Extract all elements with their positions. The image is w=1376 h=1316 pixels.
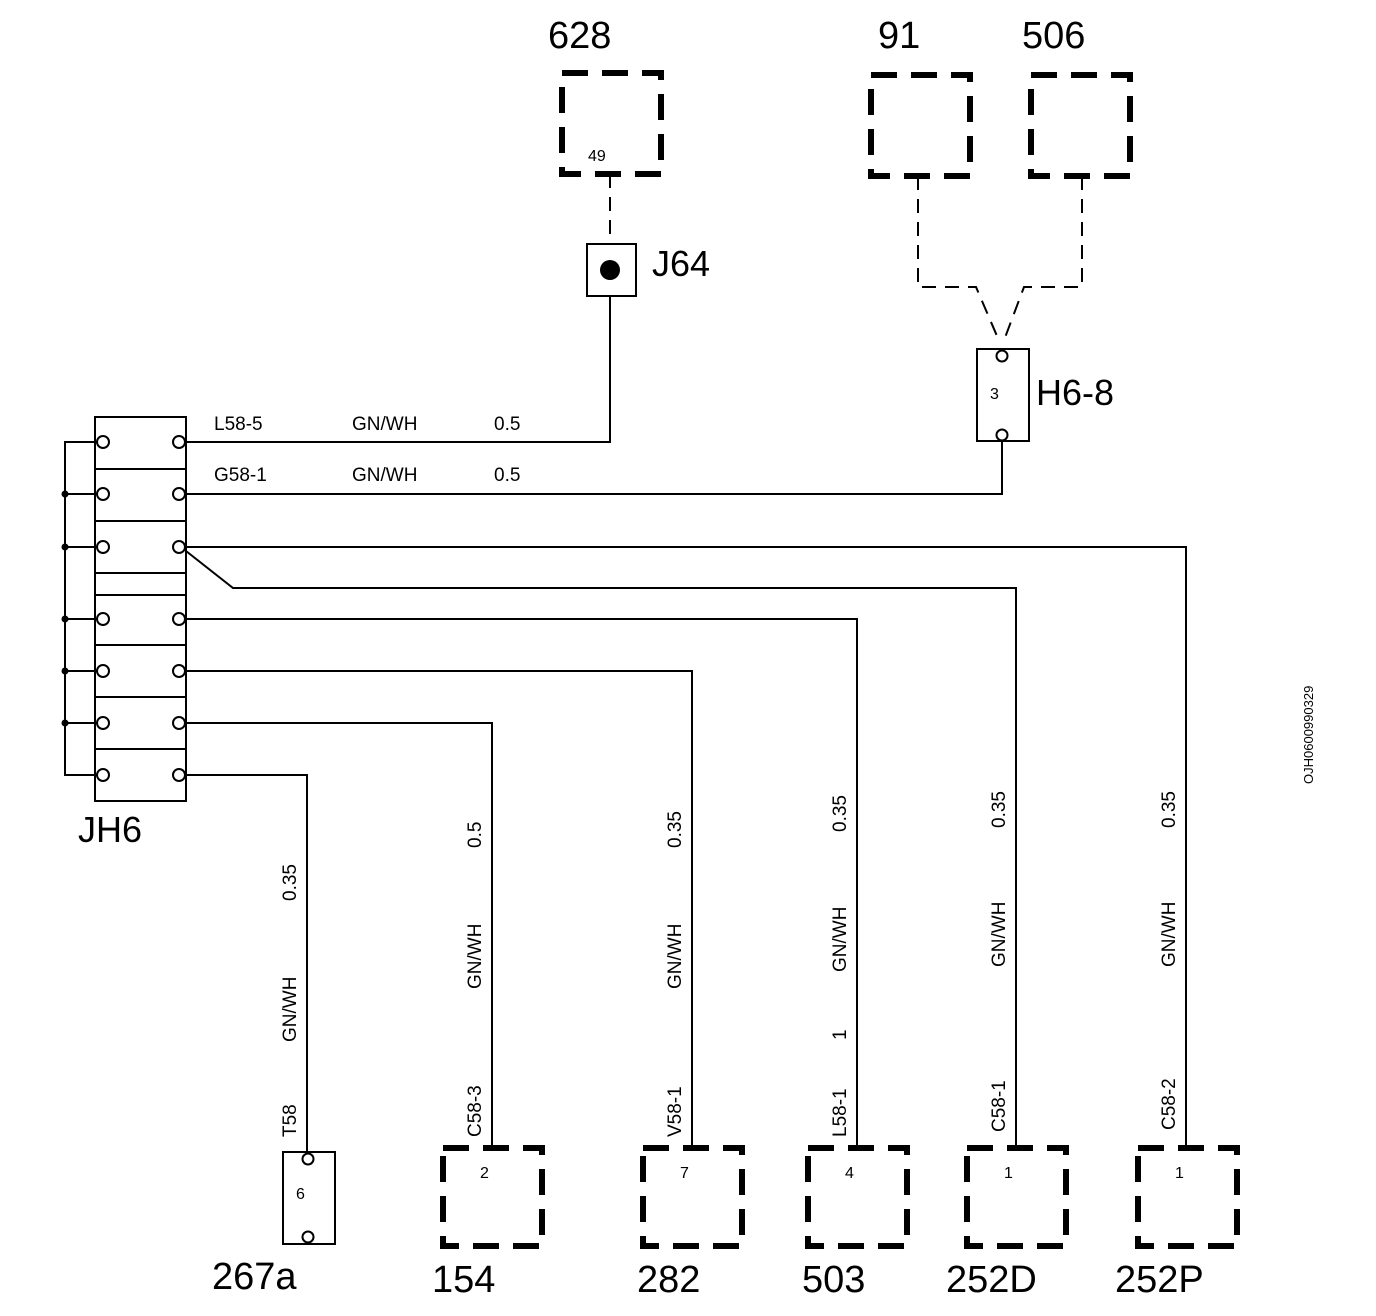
wire-g58-1-color: GN/WH [352, 465, 417, 486]
wire-labels-252p: C58-2 GN/WH 0.35 [1159, 791, 1180, 1130]
wire-282-id: V58-1 [665, 1086, 686, 1137]
component-628-number: 628 [548, 15, 611, 57]
wire-506-h68 [1002, 176, 1083, 344]
wire-to-252d [185, 550, 1017, 1148]
connector-h6-8-pin: 3 [990, 386, 999, 403]
splice-block-jh6-label: JH6 [78, 809, 142, 850]
wire-252p-size: 0.35 [1159, 791, 1180, 828]
component-154-number: 154 [432, 1259, 495, 1301]
component-506-number: 506 [1022, 15, 1085, 57]
wire-154-id: C58-3 [465, 1085, 486, 1137]
component-252p-pin: 1 [1175, 1165, 1184, 1182]
wire-g58-1-id: G58-1 [214, 465, 267, 486]
wire-labels-503: L58-1 1 GN/WH 0.35 [830, 795, 851, 1137]
wire-g58-1 [186, 441, 1003, 495]
component-282-number: 282 [637, 1259, 700, 1301]
connector-h6-8 [976, 348, 1030, 442]
wire-154-color: GN/WH [465, 924, 486, 989]
wire-l58-5-color: GN/WH [352, 414, 417, 435]
connector-267a-body [282, 1151, 336, 1245]
wire-labels-267a: T58 GN/WH 0.35 [280, 864, 301, 1137]
component-91-box [868, 72, 973, 179]
connector-267a-pin: 6 [296, 1186, 305, 1203]
wire-labels-282: V58-1 GN/WH 0.35 [665, 811, 686, 1137]
splice-j64-label: J64 [652, 243, 710, 284]
wire-267a-id: T58 [280, 1104, 301, 1137]
component-282-pin: 7 [680, 1165, 689, 1182]
wire-503-extra: 1 [830, 1029, 851, 1040]
component-503-pin: 4 [845, 1165, 854, 1182]
component-252d-box [964, 1145, 1069, 1249]
component-267a-number: 267a [212, 1256, 297, 1298]
component-628-pin: 49 [588, 148, 606, 165]
wire-503-size: 0.35 [830, 795, 851, 832]
wire-to-267a [186, 774, 308, 1152]
splice-block-jh6 [61, 416, 187, 802]
wire-to-252p [186, 546, 1187, 1148]
wire-154-size: 0.5 [465, 822, 486, 848]
wire-252d-size: 0.35 [989, 791, 1010, 828]
component-252p-box [1135, 1145, 1240, 1249]
connector-h6-8-label: H6-8 [1036, 372, 1114, 413]
wire-252d-id: C58-1 [989, 1080, 1010, 1132]
component-154-pin: 2 [480, 1165, 489, 1182]
splice-j64-dot [600, 260, 620, 280]
wire-g58-1-size: 0.5 [494, 465, 520, 486]
component-91-number: 91 [878, 15, 920, 57]
component-252p-number: 252P [1115, 1259, 1204, 1301]
wire-91-h68 [917, 176, 1001, 344]
component-282-box [640, 1145, 745, 1249]
wire-to-503 [186, 618, 858, 1148]
wire-to-282 [186, 670, 693, 1148]
component-252d-number: 252D [946, 1259, 1037, 1301]
connector-267a [282, 1151, 336, 1245]
document-id: OJH0600990329 [1301, 686, 1316, 784]
wire-l58-5 [186, 296, 611, 443]
connector-h6-8-pin-top [995, 349, 1009, 363]
component-628-box [559, 70, 664, 177]
jh6-body [94, 416, 187, 802]
wire-labels-154: C58-3 GN/WH 0.5 [465, 822, 486, 1137]
wire-252p-color: GN/WH [1159, 902, 1180, 967]
wire-282-size: 0.35 [665, 811, 686, 848]
wire-l58-5-id: L58-5 [214, 414, 263, 435]
wire-252p-id: C58-2 [1159, 1078, 1180, 1130]
component-154-box [440, 1145, 545, 1249]
wire-267a-size: 0.35 [280, 864, 301, 901]
wire-l58-5-size: 0.5 [494, 414, 520, 435]
wire-labels-252d: C58-1 GN/WH 0.35 [989, 791, 1010, 1132]
wire-282-color: GN/WH [665, 924, 686, 989]
component-506-box [1028, 72, 1133, 179]
wire-503-color: GN/WH [830, 907, 851, 972]
component-503-number: 503 [802, 1259, 865, 1301]
wire-503-id: L58-1 [830, 1088, 851, 1137]
connector-h6-8-pin-bottom [995, 428, 1009, 442]
wire-267a-color: GN/WH [280, 977, 301, 1042]
component-503-box [805, 1145, 910, 1249]
component-252d-pin: 1 [1004, 1165, 1013, 1182]
wire-252d-color: GN/WH [989, 902, 1010, 967]
wire-to-154 [186, 722, 493, 1148]
